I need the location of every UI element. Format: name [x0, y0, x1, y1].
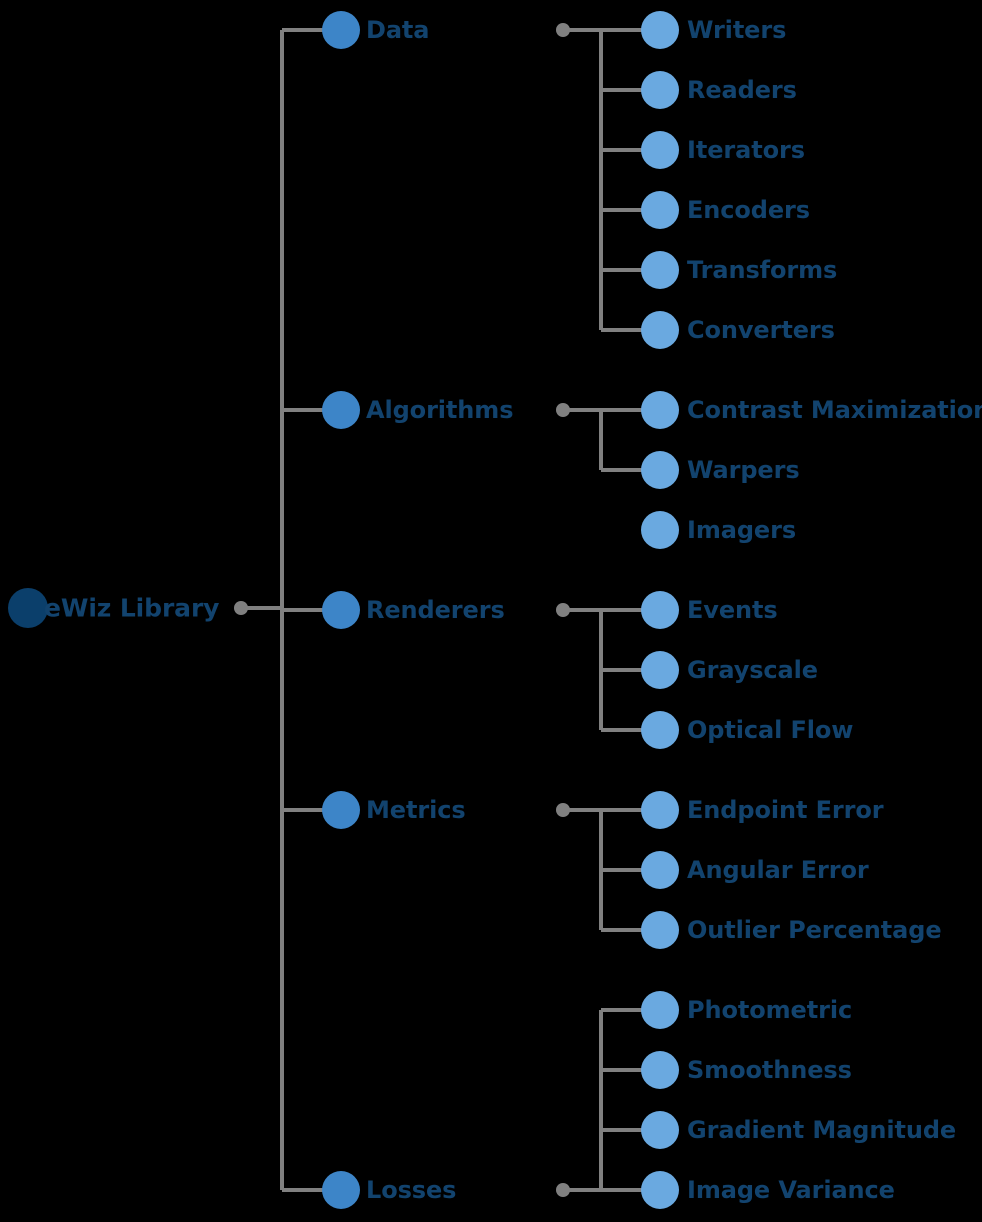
leaf-node-encoders[interactable]	[641, 191, 679, 229]
leaf-node-angular-error[interactable]	[641, 851, 679, 889]
root-label: eWiz Library	[44, 593, 220, 623]
branch-label-metrics: Metrics	[366, 796, 466, 824]
leaf-label-angular-error: Angular Error	[687, 856, 869, 884]
leaf-label-writers: Writers	[687, 16, 787, 44]
leaf-label-grayscale: Grayscale	[687, 656, 818, 684]
leaf-node-optical-flow[interactable]	[641, 711, 679, 749]
leaf-node-endpoint-error[interactable]	[641, 791, 679, 829]
leaf-node-converters[interactable]	[641, 311, 679, 349]
root-node[interactable]	[8, 588, 48, 628]
branch-node-renderers[interactable]	[322, 591, 360, 629]
leaf-node-grayscale[interactable]	[641, 651, 679, 689]
leaf-label-image-variance: Image Variance	[687, 1176, 895, 1204]
leaf-node-image-variance[interactable]	[641, 1171, 679, 1209]
leaf-node-warpers[interactable]	[641, 451, 679, 489]
leaf-label-imagers: Imagers	[687, 516, 797, 544]
leaf-node-transforms[interactable]	[641, 251, 679, 289]
sub-connector-dot-renderers[interactable]	[556, 603, 570, 617]
leaf-label-gradient-magnitude: Gradient Magnitude	[687, 1116, 957, 1144]
root-connector-dot[interactable]	[234, 601, 248, 615]
leaf-label-iterators: Iterators	[687, 136, 805, 164]
leaf-node-outlier-percentage[interactable]	[641, 911, 679, 949]
branch-node-data[interactable]	[322, 11, 360, 49]
sub-connector-dot-losses[interactable]	[556, 1183, 570, 1197]
leaf-node-smoothness[interactable]	[641, 1051, 679, 1089]
branch-label-data: Data	[366, 16, 430, 44]
leaf-label-transforms: Transforms	[687, 256, 838, 284]
branch-node-algorithms[interactable]	[322, 391, 360, 429]
leaf-node-gradient-magnitude[interactable]	[641, 1111, 679, 1149]
leaf-label-converters: Converters	[687, 316, 835, 344]
leaf-label-photometric: Photometric	[687, 996, 853, 1024]
sub-connector-dot-data[interactable]	[556, 23, 570, 37]
leaf-label-outlier-percentage: Outlier Percentage	[687, 916, 942, 944]
leaf-node-events[interactable]	[641, 591, 679, 629]
leaf-node-iterators[interactable]	[641, 131, 679, 169]
leaf-node-writers[interactable]	[641, 11, 679, 49]
leaf-node-photometric[interactable]	[641, 991, 679, 1029]
leaf-node-imagers[interactable]	[641, 511, 679, 549]
branch-label-renderers: Renderers	[366, 596, 505, 624]
sub-connector-dot-metrics[interactable]	[556, 803, 570, 817]
leaf-label-encoders: Encoders	[687, 196, 810, 224]
leaf-label-events: Events	[687, 596, 778, 624]
branch-node-metrics[interactable]	[322, 791, 360, 829]
leaf-node-readers[interactable]	[641, 71, 679, 109]
branch-label-algorithms: Algorithms	[366, 396, 514, 424]
leaf-label-contrast-maximization: Contrast Maximization	[687, 396, 982, 424]
sub-connector-dot-algorithms[interactable]	[556, 403, 570, 417]
leaf-label-warpers: Warpers	[687, 456, 800, 484]
branch-node-losses[interactable]	[322, 1171, 360, 1209]
leaf-label-readers: Readers	[687, 76, 797, 104]
leaf-label-optical-flow: Optical Flow	[687, 716, 854, 744]
leaf-label-smoothness: Smoothness	[687, 1056, 852, 1084]
leaf-label-endpoint-error: Endpoint Error	[687, 796, 884, 824]
leaf-node-contrast-maximization[interactable]	[641, 391, 679, 429]
branch-label-losses: Losses	[366, 1176, 457, 1204]
